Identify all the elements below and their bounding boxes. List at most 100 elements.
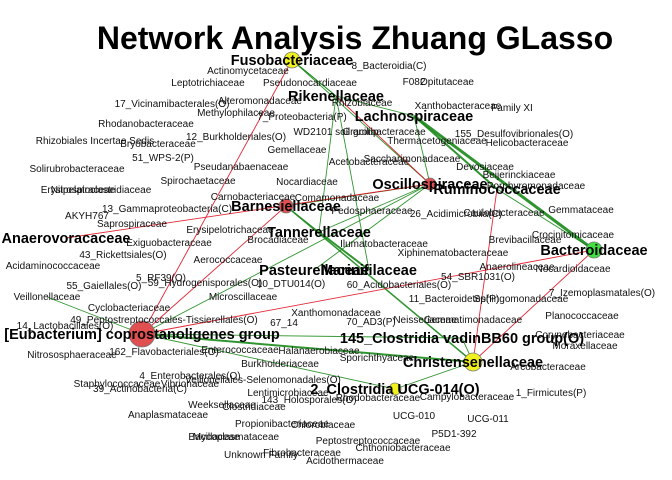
node-label-caulobacteraceae: Caulobacteraceae: [463, 208, 545, 219]
node-label-actinomycetaceae: Actinomycetaceae: [207, 66, 289, 77]
edge-fusobacteriaceae-to-eubacterium-coprostanoligenes-group: [141, 59, 293, 335]
edge-veillonellaceae-to-eubacterium-coprostanoligenes-group: [46, 296, 143, 335]
edge-tannerellaceae-to-marinifilaceae: [318, 231, 370, 271]
node-label-7-izemoplasmatales-o: 7_Izemoplasmatales(O): [549, 288, 655, 299]
node-label-2-clostridia-ucg-014-o: 2_Clostridia UCG-014(O): [310, 382, 479, 398]
node-label-arcobacteraceae: Arcobacteraceae: [510, 362, 586, 373]
edge-rikenellaceae-to-lachnospiraceae: [335, 95, 415, 117]
node-label-60-acidobacteriales-o: 60_Acidobacteriales(O): [347, 280, 452, 291]
node-label-pseudanabaenaceae: Pseudanabaenaceae: [194, 162, 289, 173]
node-circle-eubacterium-coprostanoligenes-group: [128, 320, 156, 348]
node-label-halanaerobiaceae: Halanaerobiaceae: [278, 346, 360, 357]
node-label-ilumatobacteraceae: Ilumatobacteraceae: [340, 239, 428, 250]
node-label-bryobacteraceae: Bryobacteraceae: [120, 139, 196, 150]
node-label-rhizobiaceae: Rhizobiaceae: [332, 98, 393, 109]
node-label-weeksellaceae: Weeksellaceae: [188, 400, 256, 411]
node-label-saccharimonadaceae: Saccharimonadaceae: [364, 154, 461, 165]
node-label-acetobacteraceae: Acetobacteraceae: [329, 157, 410, 168]
node-label-vibrionaceae: Vibrionaceae: [161, 379, 220, 390]
node-label-7-proteobacteria-p: 7_Proteobacteria(P): [257, 112, 347, 123]
edge-rikenellaceae-to-marinifilaceae: [335, 95, 370, 271]
node-label-opitutaceae: Opitutaceae: [420, 77, 474, 88]
node-label-5-rf39-o: 5_RF39(O): [136, 273, 186, 284]
node-circle-barnesiellaceae: [278, 198, 294, 214]
node-label-enterococcaceae: Enterococcaceae: [201, 345, 279, 356]
node-label-1-firmicutes-p: 1_Firmicutes(P): [516, 388, 587, 399]
node-label-barnesiellaceae: Barnesiellaceae: [231, 199, 341, 215]
node-label-planococcaceae: Planococcaceae: [545, 311, 619, 322]
node-label-gemmataceae: Gemmataceae: [548, 205, 614, 216]
node-label-oscillospiraceae: Oscillospiraceae: [372, 177, 487, 193]
node-label-helicobacteraceae: Helicobacteraceae: [486, 138, 569, 149]
node-label-fibrobacteraceae: Fibrobacteraceae: [263, 448, 341, 459]
node-label-veillonellales-selenomonadales-o: Veillonellales-Selenomonadales(O): [185, 375, 341, 386]
labels-layer: FusobacteriaceaeRikenellaceaeLachnospira…: [2, 53, 656, 467]
edge-christensenellaceae-to-2-clostridia-ucg-014-o: [394, 361, 474, 390]
node-label-26-acidimicrobiia-c: 26_Acidimicrobiia(C): [410, 209, 502, 220]
node-label-59-hydrogenisporales-o: 59_Hydrogenisporales(O): [148, 278, 263, 289]
edge-rikenellaceae-to-tannerellaceae: [318, 95, 337, 233]
edge-ruminococcaceae-to-bacteroidaceae: [496, 188, 595, 251]
edge-bacteroidaceae-to-christensenellaceae: [472, 249, 595, 363]
node-label-devosiaceae: Devosiaceae: [456, 162, 514, 173]
node-label-13-gammaproteobacteria-c: 13_Gammaproteobacteria(C): [102, 204, 232, 215]
node-label-nocardiaceae: Nocardiaceae: [276, 177, 338, 188]
node-circle-christensenellaceae: [463, 352, 483, 372]
node-label-55-gaiellales-o: 55_Gaiellales(O): [66, 281, 141, 292]
node-label-family-xi: Family XI: [491, 103, 533, 114]
node-label-gracilibacteraceae: Gracilibacteraceae: [342, 127, 426, 138]
node-circle-bacteroidaceae: [585, 241, 603, 259]
node-label-xanthomonadaceae: Xanthomonadaceae: [291, 308, 381, 319]
node-label-brocadiaceae: Brocadiaceae: [247, 235, 309, 246]
node-label-54-sbr1031-o: 54_SBR1031(O): [441, 272, 515, 283]
node-label-155-desulfovibrionales-o: 155_Desulfovibrionales(O): [455, 129, 573, 140]
node-label-moraxellaceae: Moraxellaceae: [552, 341, 617, 352]
node-label-bacteroidaceae: Bacteroidaceae: [540, 243, 647, 259]
node-label-sphingomonadaceae: Sphingomonadaceae: [474, 294, 569, 305]
node-label-12-burkholderiales-o: 12_Burkholderiales(O): [186, 132, 286, 143]
edge-oscillospiraceae-to-anaerovoracaceae: [65, 183, 431, 239]
node-label-ucg-010: UCG-010: [393, 411, 436, 422]
node-label-alteromonadaceae: Alteromonadaceae: [218, 96, 302, 107]
nodes-layer: [128, 51, 603, 396]
node-label-ucg-011: UCG-011: [467, 414, 509, 425]
edge-eubacterium-coprostanoligenes-group-to-2-clostridia-ucg-014-o: [141, 333, 396, 390]
edges-layer: [46, 59, 595, 390]
node-label-corynebacteriaceae: Corynebacteriaceae: [535, 330, 625, 341]
node-label-51-wps-2-p: 51_WPS-2(P): [132, 153, 194, 164]
node-label-70-ad3-p: 70_AD3(P): [346, 317, 395, 328]
node-label-campylobacteraceae: Campylobacteraceae: [420, 392, 515, 403]
node-circle-fusobacteriaceae: [283, 51, 301, 69]
node-label-ruminococcaceae: Ruminococcaceae: [433, 182, 560, 198]
node-label-4-enterobacterales-o: 4_Enterobacterales(O): [139, 371, 240, 382]
node-label-marinifilaceae: Marinifilaceae: [321, 263, 417, 279]
node-label-cyclobacteriaceae: Cyclobacteriaceae: [88, 303, 171, 314]
node-label-11-bacteroidetes-p: 11_Bacteroidetes(P): [409, 294, 499, 305]
node-label-erysipelotrichaceae: Erysipelotrichaceae: [186, 225, 274, 236]
edge-ruminococcaceae-to-christensenellaceae: [472, 188, 498, 363]
node-label-8-bacteroidia-c: 8_Bacteroidia(C): [351, 61, 426, 72]
node-label-comamonadaceae: Comamonadaceae: [295, 193, 380, 204]
edge-lachnospiraceae-to-oscillospiraceae: [413, 115, 431, 185]
node-label-leptotrichiaceae: Leptotrichiaceae: [171, 78, 245, 89]
node-label-veillonellaceae: Veillonellaceae: [14, 292, 81, 303]
node-label-solirubrobacteraceae: Solirubrobacteraceae: [29, 164, 124, 175]
node-label-rikenellaceae: Rikenellaceae: [288, 89, 384, 105]
edge-eubacterium-coprostanoligenes-group-to-145-clostridia-vadinbb60-group-o: [141, 333, 463, 339]
node-label-49-peptostreptococcales-tissierellales-o: 49_Peptostreptococcales-Tissierellales(O…: [70, 315, 258, 326]
edge-barnesiellaceae-to-christensenellaceae: [285, 205, 474, 363]
node-label-aerococcaceae: Aerococcaceae: [194, 255, 263, 266]
node-label-p5d1-392: P5D1-392: [431, 429, 476, 440]
node-label-peptostreptococcaceae: Peptostreptococcaceae: [316, 436, 421, 447]
edge-oscillospiraceae-to-pasteurellaceae: [313, 183, 431, 271]
node-label-wd2101-soil-group: WD2101 soil group: [293, 127, 378, 138]
node-circle-2-clostridia-ucg-014-o: [388, 382, 402, 396]
node-label-erysipelatoclostridiaceae: Erysipelatoclostridiaceae: [41, 185, 152, 196]
node-label-pseudonocardiaceae: Pseudonocardiaceae: [263, 78, 357, 89]
node-label-pedosphaeraceae: Pedosphaeraceae: [331, 206, 413, 217]
figure-title: Network Analysis Zhuang GLasso: [96, 20, 614, 56]
edge-oscillospiraceae-to-tannerellaceae: [318, 183, 431, 233]
node-label-propionibacteriaceae: Propionibacteriaceae: [235, 419, 329, 430]
edge-fusobacteriaceae-to-oscillospiraceae: [291, 59, 431, 185]
